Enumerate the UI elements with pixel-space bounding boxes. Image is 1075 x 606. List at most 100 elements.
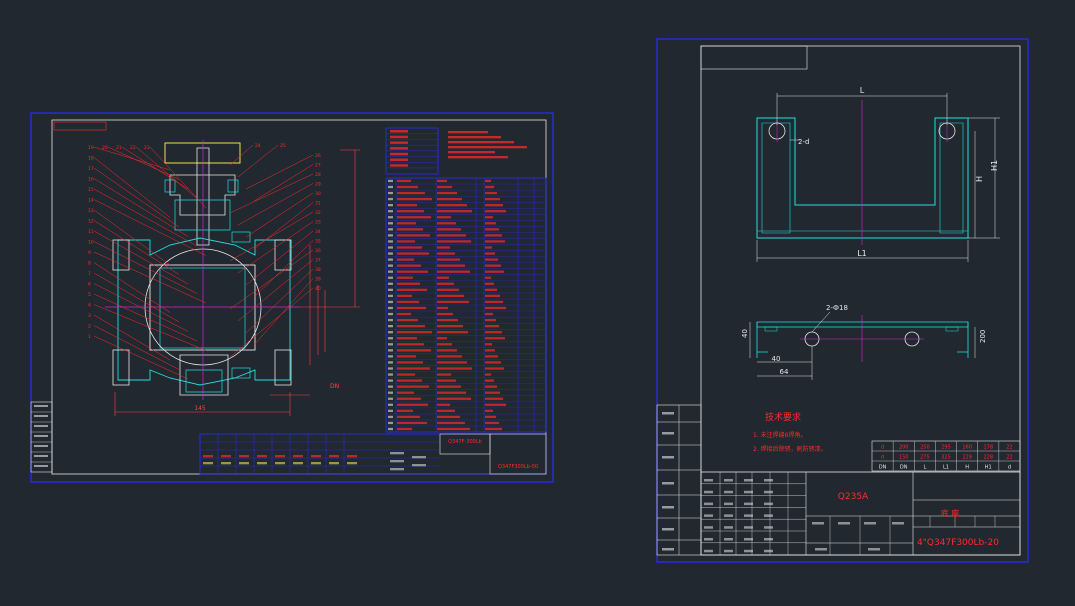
parts-text-stroke [397,367,430,370]
dim-table-cell: 250 [920,445,930,451]
parts-text-stroke [485,325,499,328]
part-number-left: 19 [88,145,94,151]
parts-text-stroke [437,343,452,346]
leader-line [93,209,171,266]
dim-200: 200 [979,330,987,343]
tech-requirements-title: 技术要求 [765,411,801,423]
title-text-stroke [704,538,713,541]
table-text-stroke [275,455,285,458]
parts-num-stroke [388,300,393,304]
tech-note-1: 1. 未注焊缝6焊角。 [753,431,806,439]
parts-text-stroke [397,306,426,310]
parts-num-stroke [388,355,393,358]
title-text-stroke [724,502,733,506]
parts-text-stroke [485,240,505,243]
holes-top-label: 2-d [798,138,809,146]
parts-text-stroke [485,300,503,304]
parts-text-stroke [437,185,452,189]
parts-num-stroke [388,258,393,261]
part-number-left: 17 [88,166,94,172]
parts-text-stroke [397,264,421,267]
parts-text-stroke [397,300,419,304]
parts-text-stroke [437,355,462,358]
parts-text-stroke [437,361,467,364]
leader-line [93,325,180,370]
part-number-left: 13 [88,208,94,214]
parts-text-stroke [437,312,453,316]
strip-text-stroke [662,506,674,509]
part-number-right: 26 [315,153,321,159]
parts-num-stroke [388,349,393,352]
parts-text-stroke [397,270,428,273]
dim-table-cell: d [881,445,884,451]
parts-text-stroke [437,228,461,231]
parts-text-stroke [397,391,414,394]
parts-text-stroke [397,325,425,328]
parts-text-stroke [397,331,432,334]
parts-text-stroke [397,210,424,213]
leader-line [253,278,314,346]
dim-table-cell: DN [900,465,908,471]
parts-text-stroke [437,397,471,400]
parts-text-stroke [397,288,427,291]
dim-table-cell: L [923,465,926,471]
parts-text-stroke [437,403,450,406]
part-number-right: 35 [315,239,321,245]
spec-text-stroke [390,141,408,144]
leader-line [245,268,314,334]
parts-text-stroke [437,240,471,243]
left-tech-notes [448,131,527,159]
title-text-stroke [744,526,753,529]
dim-L: L [860,86,865,95]
spec-text-stroke [390,158,408,161]
title-text-stroke [744,514,753,517]
holes-bottom-label: 2-Ф18 [826,304,848,312]
leader-line [237,183,314,226]
part-number-right: 24 [255,143,261,149]
right-sheet[interactable]: L L1 H H1 2-d 2-Ф18 40 64 40 200 [656,38,1029,563]
dim-table-cell: 229 [962,455,972,461]
spec-text-stroke [390,147,408,150]
parts-text-stroke [437,204,467,207]
parts-num-stroke [388,331,393,334]
leader-line [237,221,314,274]
parts-text-stroke [397,222,416,225]
table-text-stroke [257,455,267,458]
parts-text-stroke [485,355,498,358]
leader-line [229,287,314,358]
part-number-left: 1 [88,334,91,340]
strip-text-stroke [34,435,48,437]
table-text-stroke [203,455,213,458]
part-number-left: 10 [88,240,94,246]
parts-num-stroke [388,427,393,431]
leader-line [253,164,314,202]
material-label: Q235A [838,492,869,502]
strip-text-stroke [662,482,674,485]
table-text-stroke [412,456,426,459]
title-text-stroke [744,538,753,541]
parts-text-stroke [485,427,502,431]
part-number-right: 34 [315,229,321,235]
parts-text-stroke [397,276,413,279]
parts-text-stroke [437,282,454,285]
parts-text-stroke [397,397,421,400]
parts-text-stroke [485,234,502,237]
dim-L1: L1 [857,249,867,258]
part-number-left: 2 [88,324,91,330]
parts-text-stroke [437,246,450,249]
leader-line [121,146,189,190]
parts-text-stroke [437,197,462,201]
table-text-stroke [221,455,231,458]
left-drawing-no: Q347F300Lb-00 [498,464,538,470]
parts-num-stroke [388,397,393,400]
parts-num-stroke [388,385,393,388]
parts-text-stroke [485,421,499,425]
parts-text-stroke [485,264,501,267]
front-dimensions [756,93,1000,262]
title-text-stroke [864,522,876,525]
leader-line [93,262,171,313]
title-text-stroke [764,479,773,482]
